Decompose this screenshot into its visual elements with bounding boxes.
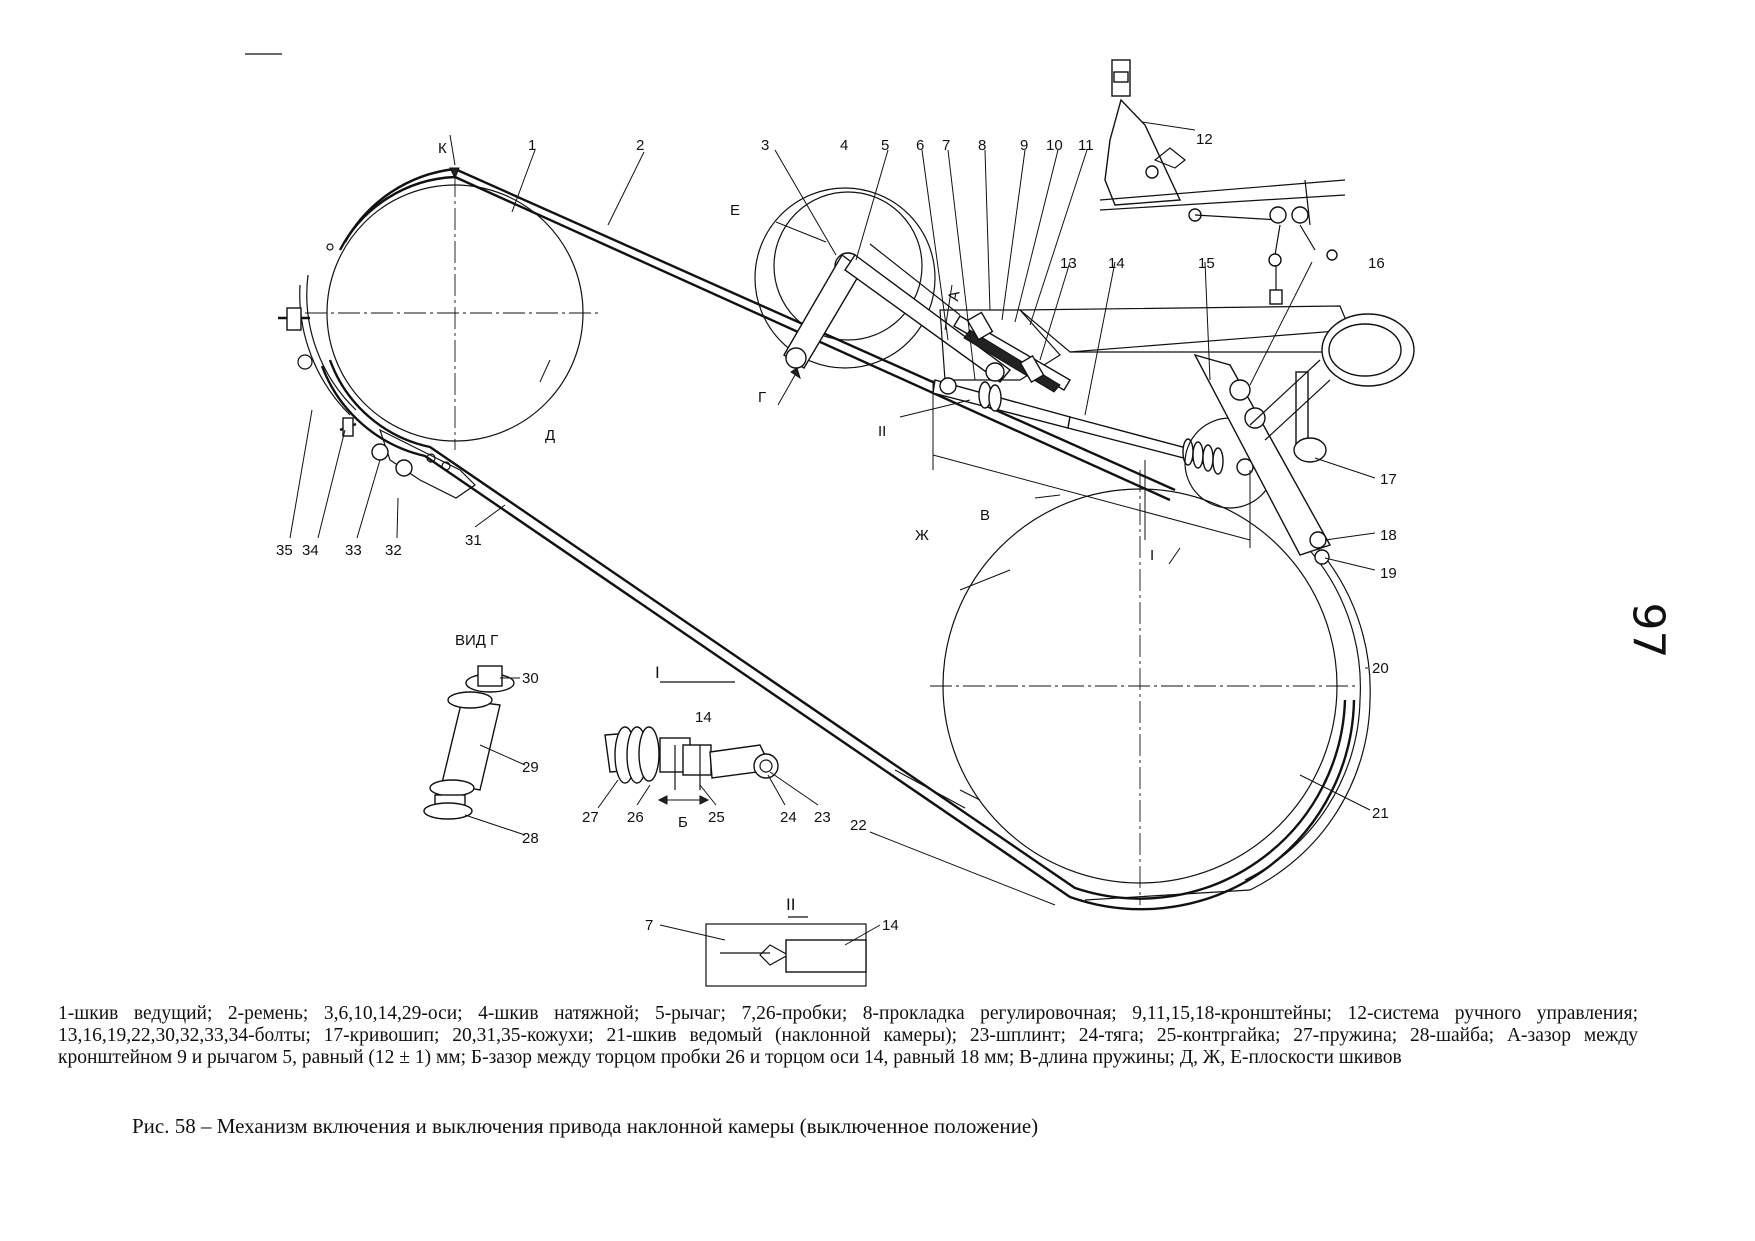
label-34: 34 [302,542,319,559]
label-9: 9 [1020,137,1028,154]
label-5: 5 [881,137,889,154]
driving-pulley-1 [305,175,600,450]
label-25: 25 [708,809,725,826]
label-17: 17 [1380,471,1397,488]
label-4: 4 [840,137,848,154]
label-13: 13 [1060,255,1077,272]
label-7: 7 [942,137,950,154]
main-labels: К 1 2 3 4 5 6 7 8 9 10 11 12 13 14 15 16… [276,131,1397,834]
label-24: 24 [780,809,797,826]
label-32: 32 [385,542,402,559]
label-a: А [945,290,963,303]
dimension-v [932,380,1251,548]
label-14-detail2: 14 [882,917,899,934]
page-number: 97 [1622,602,1674,659]
mechanism-drawing: К 1 2 3 4 5 6 7 8 9 10 11 12 13 14 15 16… [245,53,1415,987]
leaders [289,121,1376,906]
label-29: 29 [522,759,539,776]
bracket-frame [939,305,1351,393]
label-18: 18 [1380,527,1397,544]
crank-bracket [1193,313,1415,565]
covers [299,274,1371,901]
detail-2 [659,916,881,987]
manual-control-12 [1099,59,1346,305]
view-g-detail [423,665,526,836]
rod-14-spring [932,377,1276,509]
view-g-title: ВИД Г [455,632,498,649]
left-cover-bolts [278,243,451,477]
label-sec1: I [1150,547,1154,564]
label-k: К [438,140,447,157]
label-21: 21 [1372,805,1389,822]
label-11: 11 [1078,137,1094,154]
label-19: 19 [1380,565,1397,582]
belt-2 [320,167,1356,911]
label-v: В [980,507,990,524]
label-d: Д [545,427,555,444]
label-30: 30 [522,670,539,687]
label-6: 6 [916,137,924,154]
label-35: 35 [276,542,293,559]
view-g-labels: ВИД Г 30 29 28 [455,632,539,847]
lever-5 [783,243,1012,383]
label-22: 22 [850,817,867,834]
label-2: 2 [636,137,644,154]
label-16: 16 [1368,255,1385,272]
label-8: 8 [978,137,986,154]
label-10: 10 [1046,137,1063,154]
label-26: 26 [627,809,644,826]
label-14: 14 [1108,255,1125,272]
label-e: Е [730,202,740,219]
detail-2-title: II [786,895,795,914]
label-g: Г [758,389,766,406]
label-7-detail2: 7 [645,917,653,934]
label-20: 20 [1372,660,1389,677]
label-3: 3 [761,137,769,154]
detail-1-title: I [655,663,660,682]
detail2-labels: II 7 14 [645,895,899,934]
label-23: 23 [814,809,831,826]
label-1: 1 [528,137,536,154]
driven-pulley-21 [930,470,1355,905]
view-arrows [449,134,953,406]
figure-legend: 1-шкив ведущий; 2-ремень; 3,6,10,14,29-о… [58,1003,1638,1068]
label-zh: Ж [915,527,929,544]
label-28: 28 [522,830,539,847]
label-15: 15 [1198,255,1215,272]
label-33: 33 [345,542,362,559]
detail1-labels: I 14 27 26 Б 25 24 23 [582,663,831,831]
label-b: Б [678,814,688,831]
label-12: 12 [1196,131,1213,148]
figure-caption: Рис. 58 – Механизм включения и выключени… [132,1114,1039,1138]
label-14-detail1: 14 [695,709,712,726]
label-27: 27 [582,809,599,826]
label-31: 31 [465,532,482,549]
detail-1 [597,681,819,809]
label-sec2: II [878,423,886,440]
